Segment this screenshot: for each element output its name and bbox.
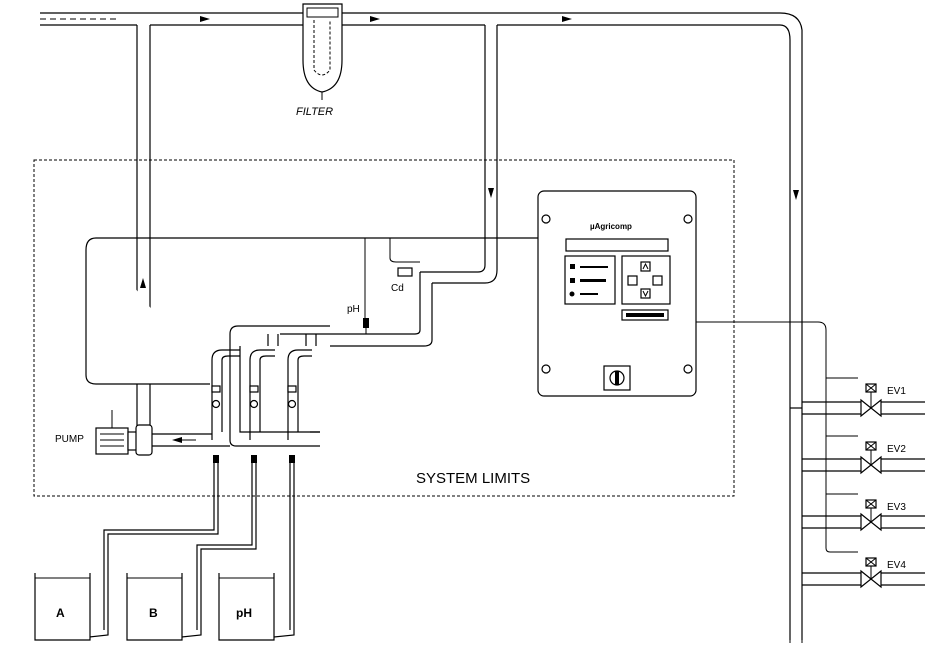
solenoid-valve-ev4	[860, 557, 882, 589]
tank-b-label: B	[149, 606, 158, 620]
cd-sensor	[280, 267, 433, 347]
ev3-label: EV3	[887, 502, 906, 513]
suction-pipes	[79, 463, 295, 639]
return-line	[150, 433, 230, 447]
solenoid-valve-ev3	[860, 499, 882, 532]
injector-manifold	[211, 325, 330, 463]
system-limits-label: SYSTEM LIMITS	[416, 470, 530, 487]
controller-unit	[537, 190, 858, 553]
mixing-tank	[85, 237, 540, 385]
solenoid-valve-ev1	[860, 383, 882, 418]
tank-ph-label: pH	[236, 606, 252, 620]
controller-display	[565, 238, 669, 252]
tank-ph	[218, 573, 275, 641]
filter-label: FILTER	[296, 106, 333, 118]
key-left-icon	[627, 275, 638, 286]
ev4-label: EV4	[887, 560, 906, 571]
key-right-icon	[652, 275, 663, 286]
cd-sensor-label: Cd	[391, 283, 404, 294]
filter	[302, 3, 343, 100]
key-down-icon	[640, 288, 651, 299]
tank-b	[126, 573, 183, 641]
solenoid-valve-ev2	[860, 441, 882, 475]
controller-brand-label: µAgricomp	[590, 222, 632, 231]
pump-label: PUMP	[55, 434, 84, 445]
key-up-icon	[640, 261, 651, 272]
ph-sensor-label: pH	[347, 304, 360, 315]
field-branches	[789, 401, 925, 645]
ph-sensor	[363, 318, 369, 334]
ev1-label: EV1	[887, 386, 906, 397]
system-limits-boundary	[33, 159, 735, 497]
main-supply-pipe	[40, 12, 803, 640]
pump	[95, 410, 153, 456]
tank-a-label: A	[56, 606, 65, 620]
tank-a	[34, 573, 91, 641]
ev2-label: EV2	[887, 444, 906, 455]
